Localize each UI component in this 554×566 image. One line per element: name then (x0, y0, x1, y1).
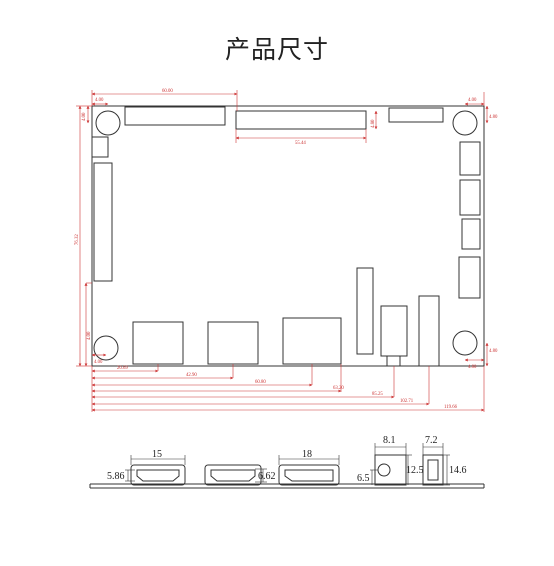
dim-label-connector-h: 4.80 (371, 119, 376, 128)
dim-label-dc: 85.25 (372, 392, 383, 397)
front-hdmi-1-inner (136, 469, 180, 482)
dim-label-board-height: 76.32 (75, 234, 80, 245)
front-dim-usb-width: 7.2 (425, 435, 438, 446)
front-dim-dc-height: 12.5 (406, 465, 424, 476)
dim-label-hdmi1: 20.69 (117, 366, 128, 371)
right-connector-1 (459, 141, 481, 176)
dim-label-br-x: 4.80 (468, 365, 477, 370)
dim-label-dp-a: 60.80 (255, 380, 266, 385)
top-view (91, 105, 485, 367)
dim-label-dp-b: 63.20 (333, 386, 344, 391)
front-view-dimensions (125, 443, 450, 486)
dc-jack-tab (386, 355, 401, 367)
usb-port (418, 295, 440, 367)
hdmi-port-1 (132, 321, 184, 365)
mounting-hole-tr (452, 110, 478, 136)
mounting-hole-tl (95, 110, 121, 136)
front-view (89, 454, 485, 489)
front-usb-inner (427, 459, 439, 481)
front-usb (422, 454, 444, 486)
header-top-left (124, 106, 226, 126)
page-title: 产品尺寸 (224, 35, 329, 64)
mounting-hole-br (452, 330, 478, 356)
dim-label-tr-x: 4.00 (468, 98, 477, 103)
front-dp-inner (284, 469, 334, 482)
header-top-right (388, 107, 444, 123)
front-hdmi-2 (204, 464, 262, 486)
mounting-hole-bl (93, 335, 119, 361)
dim-label-hdmi2: 42.90 (186, 373, 197, 378)
front-dim-hdmi1-width: 15 (152, 449, 162, 460)
right-connector-2 (459, 179, 481, 216)
front-dim-hdmi2-height: 6.62 (258, 471, 276, 482)
dim-label-tl-x: 4.00 (95, 98, 104, 103)
small-chip-left (91, 136, 109, 158)
dim-label-top-width: 60.00 (162, 89, 173, 94)
front-hdmi-2-inner (210, 469, 256, 482)
front-dp (278, 464, 340, 486)
top-view-dimensions (76, 90, 489, 412)
front-dim-hdmi1-height: 5.86 (107, 471, 125, 482)
dp-port (282, 317, 342, 365)
dc-jack (380, 305, 408, 357)
header-vertical-bottom (356, 267, 374, 355)
header-top-center (235, 110, 367, 130)
right-connector-3 (461, 218, 481, 250)
dim-label-tr-y: 4.80 (489, 115, 498, 120)
front-dc-hole (377, 463, 391, 477)
header-left-vertical (93, 162, 113, 282)
front-dim-dc-width: 8.1 (383, 435, 396, 446)
front-hdmi-1 (130, 464, 186, 486)
dim-label-bl-x: 4.00 (94, 360, 103, 365)
dim-label-lower-left: 4.00 (87, 331, 92, 340)
dim-label-br-y: 4.80 (489, 349, 498, 354)
hdmi-port-2 (207, 321, 259, 365)
dim-label-usb: 102.71 (400, 399, 414, 404)
dim-label-connector: 55.44 (295, 141, 306, 146)
dim-label-tl-y: 4.00 (82, 112, 87, 121)
front-dim-dp-width: 18 (302, 449, 312, 460)
right-connector-4 (458, 256, 481, 299)
front-dim-usb-height: 14.6 (449, 465, 467, 476)
front-dim-dc-offset: 6.5 (357, 473, 370, 484)
pcb-outline (91, 105, 485, 367)
dim-label-board-width: 119.66 (444, 405, 458, 410)
